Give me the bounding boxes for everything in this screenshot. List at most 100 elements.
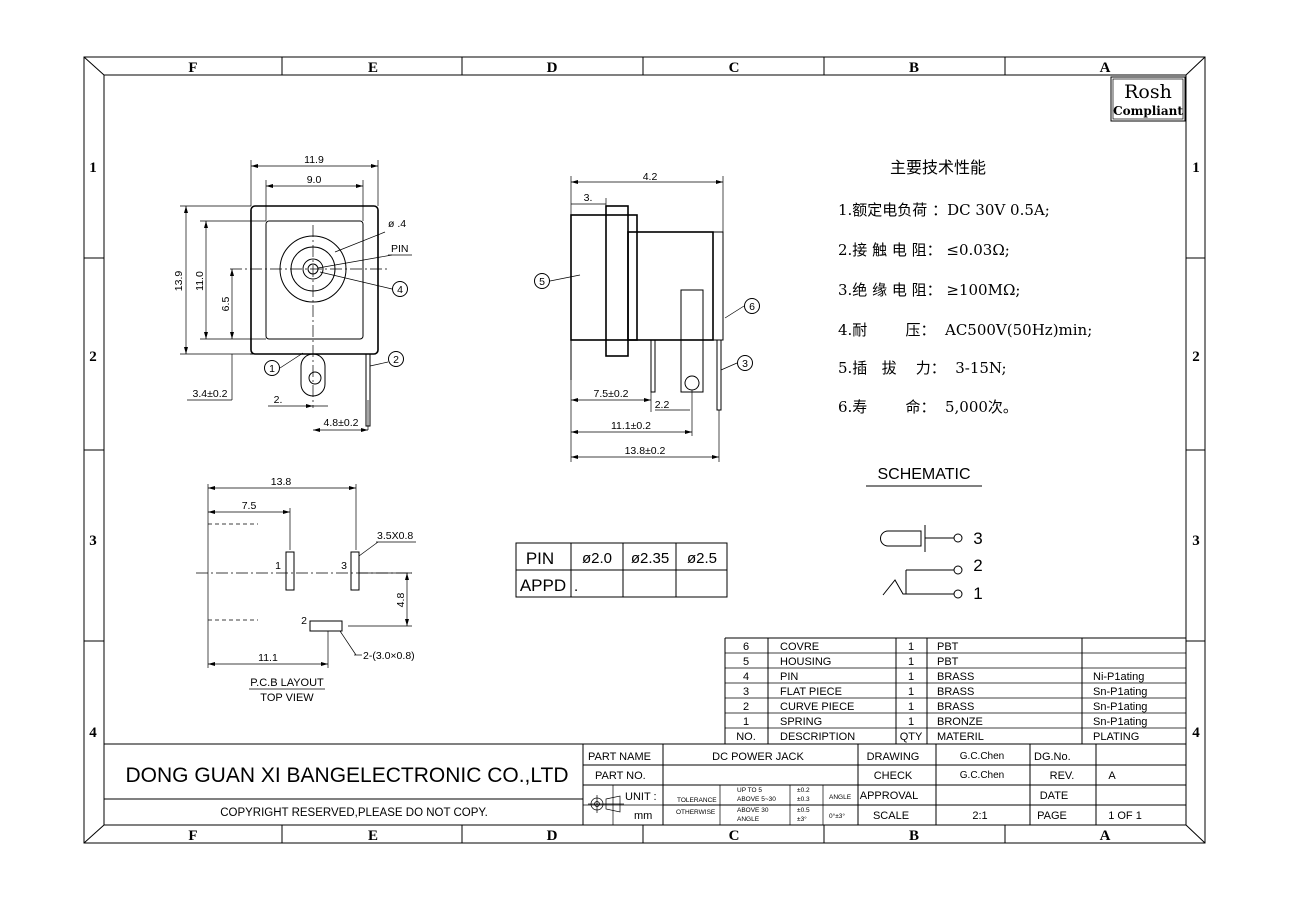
drawing-label: DRAWING	[867, 751, 920, 763]
drawing-by: G.C.Chen	[960, 751, 1004, 762]
dim-pcb-pin2: 11.1	[258, 652, 278, 664]
col-label-c-bottom: C	[729, 828, 740, 844]
bom-cell: 3	[743, 686, 749, 698]
dim-pcb-overall: 13.8	[271, 476, 292, 488]
title-block: DONG GUAN XI BANGELECTRONIC CO.,LTD COPY…	[104, 743, 1186, 825]
bom-cell: PBT	[937, 641, 959, 653]
dim-flange: 3.	[584, 192, 593, 204]
schematic-label-1: 1	[973, 584, 982, 603]
bom-header-material: MATERIL	[937, 731, 984, 743]
pin-label: PIN	[391, 243, 409, 255]
dim-height-inner: 11.0	[194, 271, 206, 291]
dim-width-inner: 9.0	[307, 174, 322, 186]
col-label-f-bottom: F	[188, 828, 197, 844]
copyright-notice: COPYRIGHT RESERVED,PLEASE DO NOT COPY.	[220, 807, 488, 819]
row-label-1-right: 1	[1192, 160, 1200, 176]
col-label-e-bottom: E	[368, 828, 378, 844]
pin-table-header-pin: PIN	[526, 549, 554, 568]
spec-line-4: 4.耐 压： AC500V(50Hz)min;	[838, 321, 1092, 339]
bom-cell: 2	[743, 701, 749, 713]
dim-2-2: 2.2	[655, 399, 670, 411]
bom-cell: 1	[908, 641, 914, 653]
balloon-3: 3	[742, 358, 748, 370]
bom-header-plating: PLATING	[1093, 731, 1139, 743]
col-label-b: B	[909, 60, 919, 76]
bom-cell: 1	[908, 701, 914, 713]
bom-cell: PBT	[937, 656, 959, 668]
row-label-2-right: 2	[1192, 349, 1200, 365]
spec-line-3: 3.绝 缘 电 阻： ≥100MΩ;	[838, 281, 1020, 299]
col-label-d: D	[547, 60, 558, 76]
col-label-b-bottom: B	[909, 828, 919, 844]
company-name: DONG GUAN XI BANGELECTRONIC CO.,LTD	[126, 764, 569, 787]
dim-pcb-slot2: 2-(3.0×0.8)	[363, 650, 415, 662]
bom-cell: Sn-P1ating	[1093, 716, 1147, 728]
rev-value: A	[1108, 770, 1116, 782]
bom-cell: CURVE PIECE	[780, 701, 854, 713]
dim-7-5: 7.5±0.2	[594, 388, 629, 400]
projection-symbol-icon	[588, 795, 624, 813]
bom-cell: FLAT PIECE	[780, 686, 842, 698]
dim-pin-spacing: 4.8±0.2	[324, 417, 359, 429]
row-label-4: 4	[89, 725, 97, 741]
page-value: 1 OF 1	[1108, 810, 1142, 822]
rosh-compliant-badge: Rosh Compliant	[1110, 76, 1186, 122]
otherwise-label: OTHERWISE	[676, 809, 716, 816]
bom-cell: HOUSING	[780, 656, 831, 668]
pcb-pin-3: 3	[341, 560, 347, 572]
row-label-3-right: 3	[1192, 533, 1200, 549]
bom-cell: Sn-P1ating	[1093, 686, 1147, 698]
dim-pin-offset: 3.4±0.2	[193, 388, 228, 400]
bom-cell: BRASS	[937, 671, 974, 683]
spec-line-1: 1.额定电负荷 ：DC 30V 0.5A;	[838, 201, 1050, 219]
pcb-layout-title: P.C.B LAYOUT	[250, 677, 324, 689]
bom-cell: 1	[908, 686, 914, 698]
spec-line-5: 5.插 拔 力： 3-15N;	[838, 359, 1007, 377]
row-label-4-right: 4	[1192, 725, 1200, 741]
scale-value: 2:1	[972, 810, 987, 822]
tol-row-4: ANGLE	[737, 816, 760, 823]
rosh-text: Rosh	[1124, 81, 1172, 103]
tol-val-1: ±0.2	[797, 787, 810, 794]
bom-cell: BRASS	[937, 686, 974, 698]
tol-val-2: ±0.3	[797, 796, 810, 803]
bom-cell: COVRE	[780, 641, 819, 653]
side-view: 4.2 3. 7.5±0.2 2.2 11.1±0.2 13.8±0.2 5 6…	[534, 171, 760, 462]
balloon-4: 4	[397, 284, 403, 296]
compliant-text: Compliant	[1113, 104, 1183, 118]
tol-val-4: ±3°	[797, 815, 807, 823]
tol-val-3: ±0.5	[797, 807, 810, 814]
col-label-d-bottom: D	[547, 828, 558, 844]
scale-label: SCALE	[873, 810, 909, 822]
bom-cell: 1	[908, 671, 914, 683]
row-label-3: 3	[89, 533, 97, 549]
tol-row-1: UP TO 5	[737, 787, 762, 794]
unit-value: mm	[634, 810, 652, 822]
dim-center-height: 6.5	[220, 297, 232, 312]
dim-pcb-slot: 3.5X0.8	[377, 530, 413, 542]
rev-label: REV.	[1050, 770, 1075, 782]
col-label-c: C	[729, 60, 740, 76]
bom-cell: 6	[743, 641, 749, 653]
spec-line-6: 6.寿 命： 5,000次。	[838, 398, 1018, 416]
schematic: SCHEMATIC 3 2 1	[866, 466, 983, 603]
bom-cell: PIN	[780, 671, 798, 683]
dim-pcb-pin1: 7.5	[242, 500, 257, 512]
pcb-pin-2: 2	[301, 615, 307, 627]
spec-title: 主要技术性能	[890, 158, 986, 177]
pcb-layout: 13.8 7.5 1 3 2 3.5X0.8 4.8 11.1 2-(3.0×0…	[196, 476, 416, 704]
angle-value: 0°±3°	[829, 812, 845, 820]
schematic-title: SCHEMATIC	[877, 466, 970, 483]
tol-row-3: ABOVE 30	[737, 807, 769, 814]
tolerance-label: TOLERANCE	[677, 797, 717, 804]
row-label-1: 1	[89, 160, 97, 176]
bom-cell: 1	[908, 716, 914, 728]
dim-pin-gap: 2.	[274, 394, 283, 406]
bom-cell: SPRING	[780, 716, 822, 728]
bom-header-no: NO.	[736, 731, 756, 743]
balloon-5: 5	[539, 276, 545, 288]
pin-table-header-2-5: ø2.5	[687, 550, 717, 567]
check-label: CHECK	[874, 770, 913, 782]
